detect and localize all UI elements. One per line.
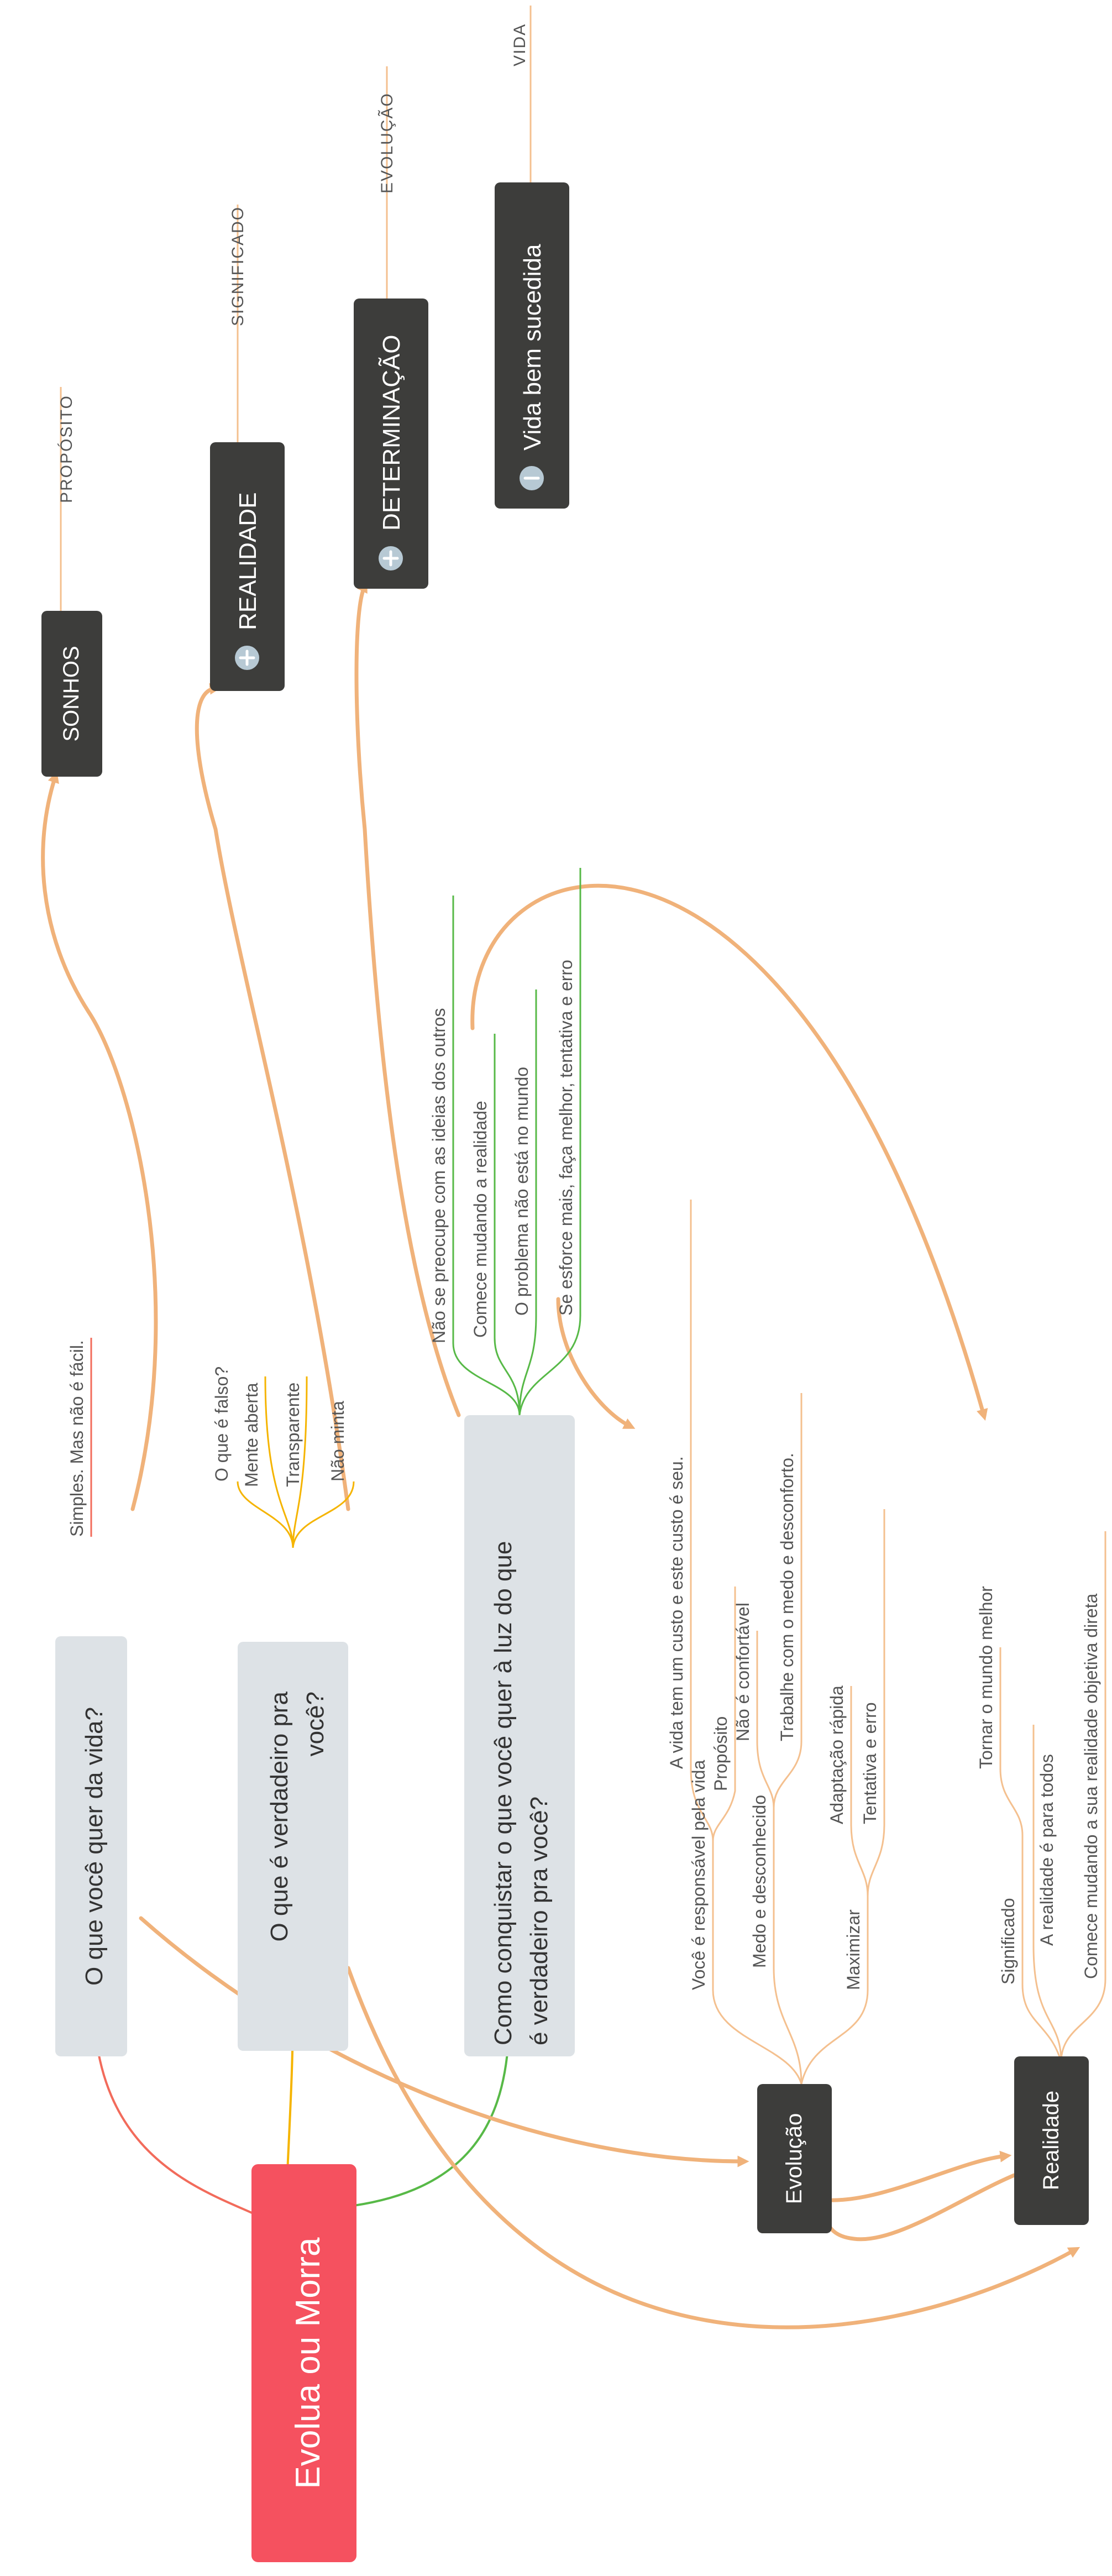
q2-child-1: O que é falso? (212, 1366, 232, 1481)
evolucao-child-1b: Propósito (711, 1716, 731, 1791)
q1-child-label: Simples. Mas não é fácil. (67, 1340, 87, 1537)
connector-realidade-evolucao (817, 2173, 1016, 2242)
q3-child-3: O problema não está no mundo (512, 1067, 532, 1316)
determinacao-label: DETERMINAÇÃO (377, 335, 405, 531)
realidade-node[interactable]: Realidade (1014, 2056, 1089, 2225)
evolucao-child-2: Medo e desconhecido (749, 1795, 769, 1968)
connector-mudando-realidade (470, 884, 988, 1421)
question-node-3[interactable]: Como conquistar o que você quer à luz do… (464, 1415, 575, 2056)
evolucao-child-lines (690, 1200, 885, 2085)
question-node-1[interactable]: O que você quer da vida? (55, 1636, 127, 2056)
vida-label: Vida bem sucedida (519, 244, 546, 451)
pillar-realidade[interactable]: REALIDADE (210, 442, 285, 691)
realidade-pillar-label: REALIDADE (234, 493, 261, 630)
vida-tag: VIDA (511, 23, 529, 66)
connector-q1-sonhos (41, 771, 158, 1511)
sonhos-label: SONHOS (59, 646, 83, 741)
sonhos-tag: PROPÓSITO (57, 395, 76, 503)
pillar-stems (60, 6, 532, 614)
root-label: Evolua ou Morra (289, 2237, 327, 2489)
realidade-child-1: Significado (998, 1898, 1018, 1985)
branch-green (353, 2039, 510, 2207)
evolucao-node[interactable]: Evolução (757, 2084, 832, 2233)
realidade-child-3: Comece mudando a sua realidade objetiva … (1081, 1593, 1101, 1979)
question-2-line1: O que é verdadeiro pra (266, 1691, 293, 1941)
q2-child-lines (237, 1376, 355, 1548)
root-node[interactable]: Evolua ou Morra (251, 2164, 356, 2562)
question-3-line2: é verdadeiro pra você? (526, 1797, 553, 2045)
q2-child-4: Não minta (328, 1401, 348, 1481)
connector-q2-realidade-node (346, 1966, 1080, 2329)
plus-icon[interactable] (235, 646, 259, 670)
evolucao-label: Evolução (782, 2113, 806, 2205)
evolucao-child-2b: Trabalhe com o medo e desconforto. (777, 1453, 797, 1741)
evolucao-child-3a: Adaptação rápida (827, 1685, 847, 1824)
connector-evolucao-realidade (824, 2150, 1012, 2202)
realidade-node-label: Realidade (1039, 2091, 1063, 2190)
question-2-line2: você? (302, 1692, 329, 1756)
connector-q2-realidade (195, 683, 350, 1511)
q3-child-1: Não se preocupe com as ideias dos outros (429, 1008, 449, 1343)
q3-child-2: Comece mudando a realidade (470, 1101, 490, 1338)
determinacao-tag: EVOLUÇÃO (377, 92, 396, 193)
branch-red (93, 2012, 255, 2215)
connector-q1-evolucao (139, 1916, 749, 2167)
connector-group (41, 580, 1080, 2329)
q3-child-lines (452, 868, 581, 1416)
realidade-tag: SIGNIFICADO (229, 206, 247, 326)
realidade-child-1a: Tornar o mundo melhor (976, 1586, 996, 1769)
q3-child-4: Se esforce mais, faça melhor, tentativa … (556, 960, 576, 1316)
question-node-2[interactable]: O que é verdadeiro pra você? (238, 1642, 348, 2051)
connector-q3-determinacao (354, 580, 461, 1417)
pillar-determinacao[interactable]: DETERMINAÇÃO (354, 299, 428, 589)
plus-icon[interactable] (379, 546, 403, 570)
evolucao-child-3b: Tentativa e erro (860, 1702, 880, 1824)
pillar-sonhos[interactable]: SONHOS (41, 611, 102, 777)
realidade-child-2: A realidade é para todos (1037, 1754, 1057, 1946)
evolucao-child-3: Maximizar (843, 1909, 863, 1990)
realidade-child-lines (999, 1531, 1106, 2062)
pillar-vida[interactable]: Vida bem sucedida (495, 182, 569, 509)
connector-esforce-evolucao (556, 1297, 636, 1429)
question-3-line1: Como conquistar o que você quer à luz do… (490, 1541, 517, 2045)
q2-child-3: Transparente (283, 1383, 303, 1487)
q2-child-2: Mente aberta (242, 1383, 261, 1487)
question-1-label: O que você quer da vida? (81, 1707, 108, 1986)
minus-icon[interactable] (520, 466, 544, 490)
evolucao-child-1: Você é responsável pela vida (689, 1760, 709, 1990)
evolucao-child-2a: Não é confortável (733, 1603, 753, 1741)
evolucao-child-1a: A vida tem um custo e este custo é seu. (667, 1456, 686, 1769)
